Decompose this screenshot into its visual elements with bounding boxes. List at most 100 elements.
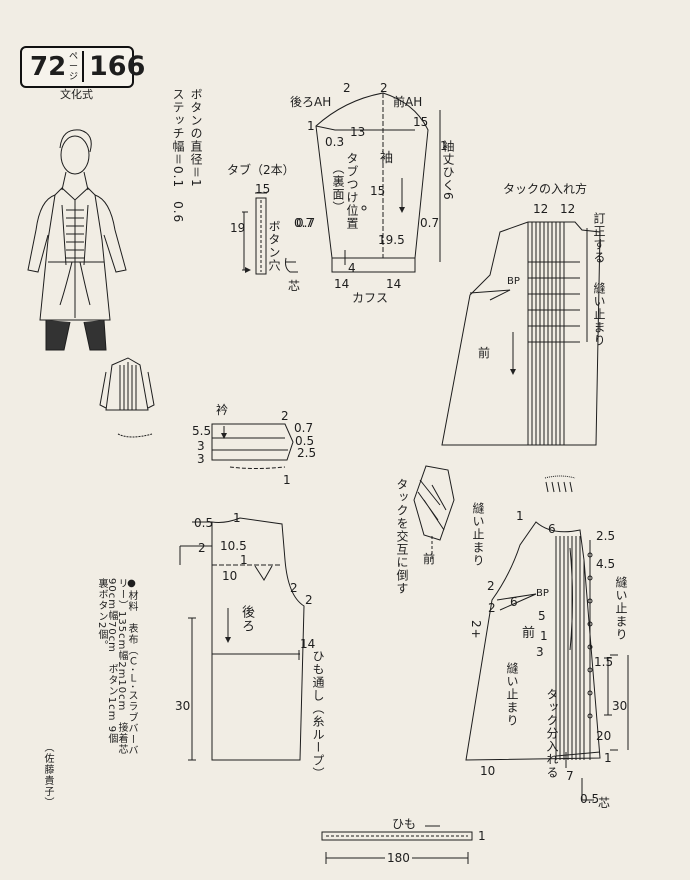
back-dim: 1 (233, 511, 241, 525)
back-dim: 2 (305, 593, 313, 607)
sleeve-dim: 15 (413, 115, 429, 129)
front-label: 前 (522, 626, 536, 641)
model-illustration (27, 129, 127, 351)
tab-title: タブ（2本） (227, 163, 295, 177)
back-view-thumbnail (99, 357, 155, 438)
back-dim: 1 (240, 553, 248, 567)
back-dim: 2 (290, 581, 298, 595)
tab-position-note: （裏面） (331, 162, 345, 214)
page-number: 72 (30, 52, 67, 82)
front-dim: 1.5 (594, 655, 614, 669)
tie-piece (321, 825, 473, 864)
front-dim: 4.5 (596, 557, 616, 571)
tuck-allowance-label: タック分入れる (545, 688, 559, 779)
collar-dim: 3 (197, 439, 205, 453)
stitch-width-note: ステッチ幅＝0.1 0.6 (171, 88, 185, 224)
cuff-label: カフス (352, 291, 389, 305)
tuck-dim: 12 (560, 202, 576, 216)
front-dim: 3 (536, 645, 544, 659)
alternate-tuck-label: タックを交互に倒す (395, 478, 409, 595)
collar-dim: 0.7 (294, 421, 314, 435)
front-dim: 30 (612, 699, 628, 713)
tab-dim: 15 (255, 182, 271, 196)
front-armhole-label: 前AH (393, 95, 423, 109)
back-dim: 10.5 (220, 539, 247, 553)
back-dim: 0.5 (194, 516, 214, 530)
sleeve-dim: 0.3 (325, 135, 345, 149)
front-dim: 5 (538, 609, 546, 623)
sleeve-label: 袖 (380, 151, 394, 166)
sleeve-dim: 0.7 (294, 216, 314, 230)
collar-dim: 2 (281, 409, 289, 423)
page-word: ページ (69, 52, 79, 82)
sleeve-dim: 2 (380, 81, 388, 95)
front-dim: 2+ (469, 620, 483, 640)
pattern-number: 166 (82, 51, 145, 82)
stitch-stop-label: 縫い止まり (592, 282, 606, 347)
page-badge: 72 ページ 166 (20, 46, 145, 88)
tuck-detail-sketch (413, 465, 576, 560)
front-dim: 6 (510, 595, 518, 609)
tie-dim: 1 (478, 829, 486, 843)
front-dim: 0.5 (580, 792, 600, 806)
front-bodice-piece (465, 521, 629, 801)
tuck-method-title: タックの入れ方 (503, 182, 588, 196)
collar-dim: 3 (197, 452, 205, 466)
sleeve-piece (315, 92, 441, 273)
tuck-detail-stop: 縫い止まり (471, 502, 485, 567)
sleeve-dim: 2 (343, 81, 351, 95)
front-stitch-stop: 縫い止まり (614, 576, 628, 641)
tuck-bp-label: BP (507, 276, 520, 287)
sleeve-dim: 19.5 (378, 233, 405, 247)
front-dim: 1 (540, 629, 548, 643)
tab-dim: 0.7 (296, 216, 316, 230)
tab-dim: 19 (230, 221, 246, 235)
sleeve-dim: 14 (334, 277, 350, 291)
tuck-dim: 12 (533, 202, 549, 216)
back-bodice-piece (179, 517, 305, 761)
back-dim: 30 (175, 699, 191, 713)
sleeve-dim: 14 (386, 277, 402, 291)
tuck-method-piece (441, 221, 601, 446)
back-label: 後ろ (239, 605, 254, 633)
front-bp-label: BP (536, 588, 549, 599)
back-dim: 10 (222, 569, 238, 583)
tie-label: ひも (392, 817, 417, 831)
loop-label: ひも通し（糸ループ） (311, 650, 325, 780)
front-dim: 10 (480, 764, 496, 778)
front-interfacing-label: 芯 (598, 796, 611, 810)
tab-piece (242, 192, 298, 275)
collar-dim: 2.5 (297, 446, 317, 460)
sleeve-dim: 4 (348, 261, 356, 275)
front-dim: 2 (487, 579, 495, 593)
front-dim: 6 (548, 522, 556, 536)
maker-note: （佐藤貴子） (42, 742, 53, 808)
front-dim: 2 (488, 601, 496, 615)
front-dim: 7 (566, 769, 574, 783)
collar-dim: 1 (283, 473, 291, 487)
button-diameter-note: ボタンの直径＝1 (189, 88, 203, 188)
draft-method: 文化式 (60, 88, 93, 101)
collar-label: 衿 (216, 403, 229, 417)
tie-dim: 180 (385, 851, 412, 865)
sleeve-length-label: 袖丈ひく6 (441, 140, 455, 201)
sleeve-dim: 1 (307, 119, 315, 133)
front-dim: 1 (516, 509, 524, 523)
collar-dim: 0.5 (295, 434, 315, 448)
front-dim: 20 (596, 729, 612, 743)
tuck-detail-front: 前 (423, 552, 436, 566)
back-dim: 14 (300, 637, 316, 651)
sleeve-dim: 1 (440, 139, 448, 153)
materials-note: ●材料 表布（Ｃ･Ｌ･スラブバーバリー）135cm幅2m10cm 接着芯90cm… (96, 578, 137, 756)
tuck-front-label: 前 (478, 346, 491, 360)
tab-position-label: タブつけ位置 (345, 152, 359, 230)
collar-piece (211, 423, 294, 469)
baste-label: 訂正する (592, 212, 606, 264)
front-dim: 1 (604, 751, 612, 765)
sleeve-dim: 15 (370, 184, 386, 198)
back-dim: 2 (198, 541, 206, 555)
back-armhole-label: 後ろAH (290, 95, 332, 109)
tab-interfacing-label: 芯 (288, 279, 301, 293)
buttonhole-label: ボタン穴 (267, 220, 281, 272)
